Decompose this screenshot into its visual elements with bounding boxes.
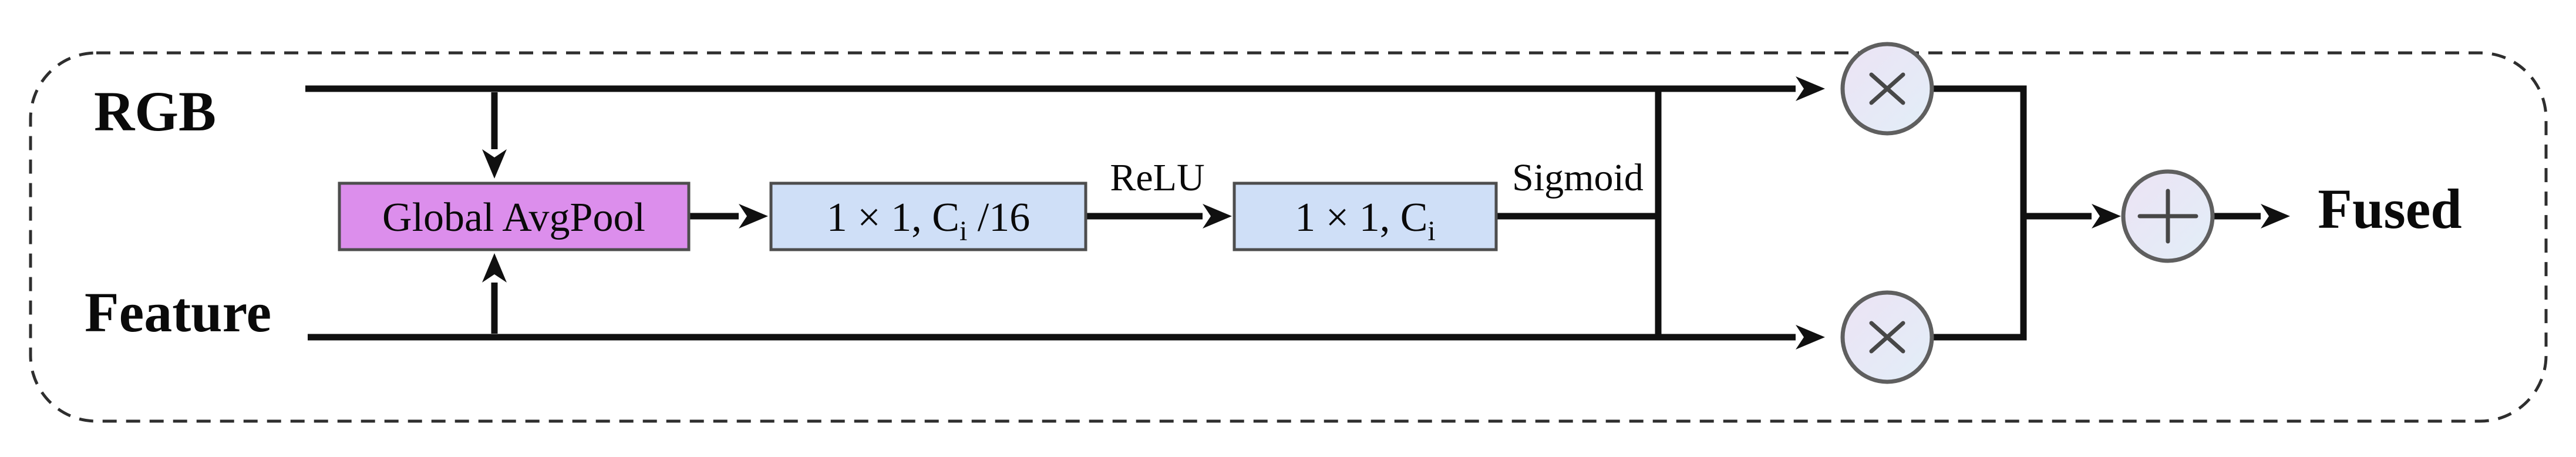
multiply-node-bottom	[1840, 290, 1934, 384]
feature-input-label: Feature	[85, 281, 271, 344]
conv-reduce-label-suffix: /16	[967, 195, 1030, 240]
global-avgpool-block	[338, 182, 691, 251]
multiply-icon	[1869, 321, 1905, 354]
conv-reduce-block	[769, 182, 1087, 251]
relu-label: ReLU	[1110, 156, 1204, 199]
conv-expand-label-main: 1 × 1, C	[1295, 195, 1427, 240]
add-icon	[2137, 189, 2198, 244]
multiply-icon	[1869, 72, 1905, 105]
conv-reduce-label-main: 1 × 1, C	[827, 195, 959, 240]
multiply-node-top	[1840, 42, 1934, 136]
multiply-outputs-collector-line	[1932, 85, 2027, 341]
conv-expand-label: 1 × 1, Ci	[1295, 195, 1436, 247]
module-dashed-border	[29, 51, 2548, 423]
fused-output-label: Fused	[2318, 177, 2461, 240]
conv-reduce-label-subscript: i	[959, 216, 967, 247]
rgb-input-label: RGB	[94, 80, 216, 143]
global-avgpool-label: Global AvgPool	[382, 195, 645, 240]
conv-expand-label-subscript: i	[1427, 216, 1435, 247]
conv-expand-block	[1233, 182, 1498, 251]
add-node	[2121, 169, 2215, 263]
conv-reduce-label: 1 × 1, Ci /16	[827, 195, 1030, 247]
sigmoid-label: Sigmoid	[1512, 156, 1644, 199]
flow-lines	[305, 76, 2290, 350]
